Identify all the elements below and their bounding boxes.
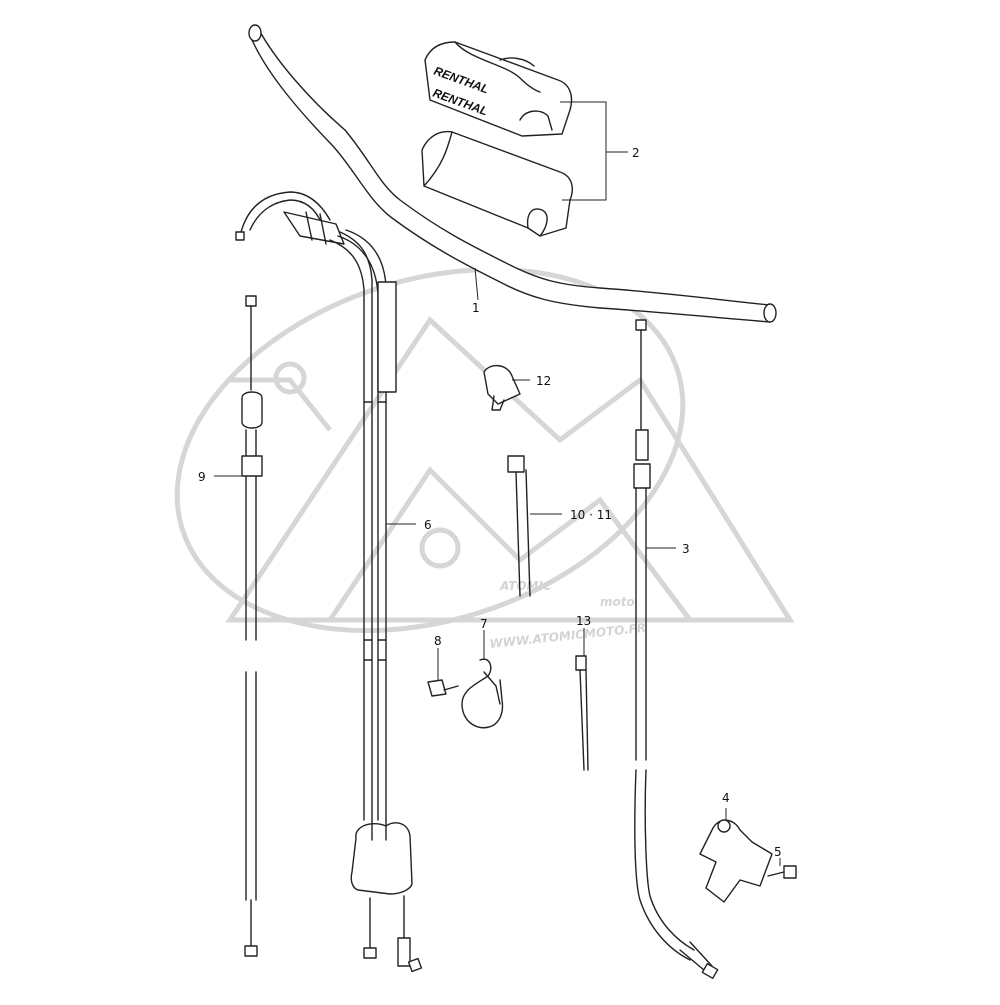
handlebar: [248, 24, 777, 323]
bracket-4: [699, 819, 773, 903]
callout-labels: 1 2 3 4 5 6 7 8 9 10 · 11 12 13: [198, 146, 782, 859]
callout-7: 7: [480, 617, 488, 631]
tie-strap: [507, 455, 531, 597]
bracket-hole: [717, 819, 731, 833]
watermark-logo: [174, 266, 795, 634]
bar-pad: RENTHAL RENTHAL: [421, 41, 573, 237]
cable-tie: [575, 655, 589, 771]
clutch-cable-upper-sleeve: [635, 429, 649, 461]
cable-clamp: [483, 365, 521, 411]
callout-8: 8: [434, 634, 442, 648]
watermark-logo-subtext: moto: [600, 595, 635, 609]
throttle-end-fitting: [235, 231, 245, 241]
callout-1: 1: [472, 301, 480, 315]
callout-6: 6: [424, 518, 432, 532]
watermark-logo-text: ATOMIC: [499, 579, 552, 593]
cable-tie-head: [575, 655, 587, 671]
callout-2: 2: [632, 146, 640, 160]
bolt-5: [767, 865, 797, 879]
throttle-sleeve: [377, 281, 397, 393]
cable-guide: [461, 658, 504, 729]
handlebar-end-right: [763, 303, 777, 323]
throttle-cable-end-right: [407, 957, 423, 973]
cable-9-adjuster: [241, 455, 263, 477]
leader-lines: [214, 101, 781, 866]
throttle-cable-adjuster: [397, 937, 411, 967]
callout-4: 4: [722, 791, 730, 805]
callout-5: 5: [774, 845, 782, 859]
handlebar-end-left: [248, 24, 262, 42]
cable-9-bottom-end: [244, 945, 258, 957]
clutch-cable: [633, 319, 719, 980]
cable-9: [241, 295, 263, 957]
throttle-cable-end-left: [363, 947, 377, 959]
tie-strap-head: [507, 455, 525, 473]
callout-10-11: 10 · 11: [570, 508, 612, 522]
callout-12: 12: [536, 374, 551, 388]
callout-3: 3: [682, 542, 690, 556]
clutch-cable-top-end: [635, 319, 647, 331]
watermark-url: WWW.ATOMICMOTO.FR: [489, 621, 647, 651]
bolt-5-head: [783, 865, 797, 879]
clutch-cable-bottom-end: [701, 962, 719, 980]
cable-9-top-end: [245, 295, 257, 307]
throttle-cable-assembly: [235, 191, 423, 973]
bolt-8: [427, 679, 459, 697]
callout-13: 13: [576, 614, 591, 628]
callout-9: 9: [198, 470, 206, 484]
